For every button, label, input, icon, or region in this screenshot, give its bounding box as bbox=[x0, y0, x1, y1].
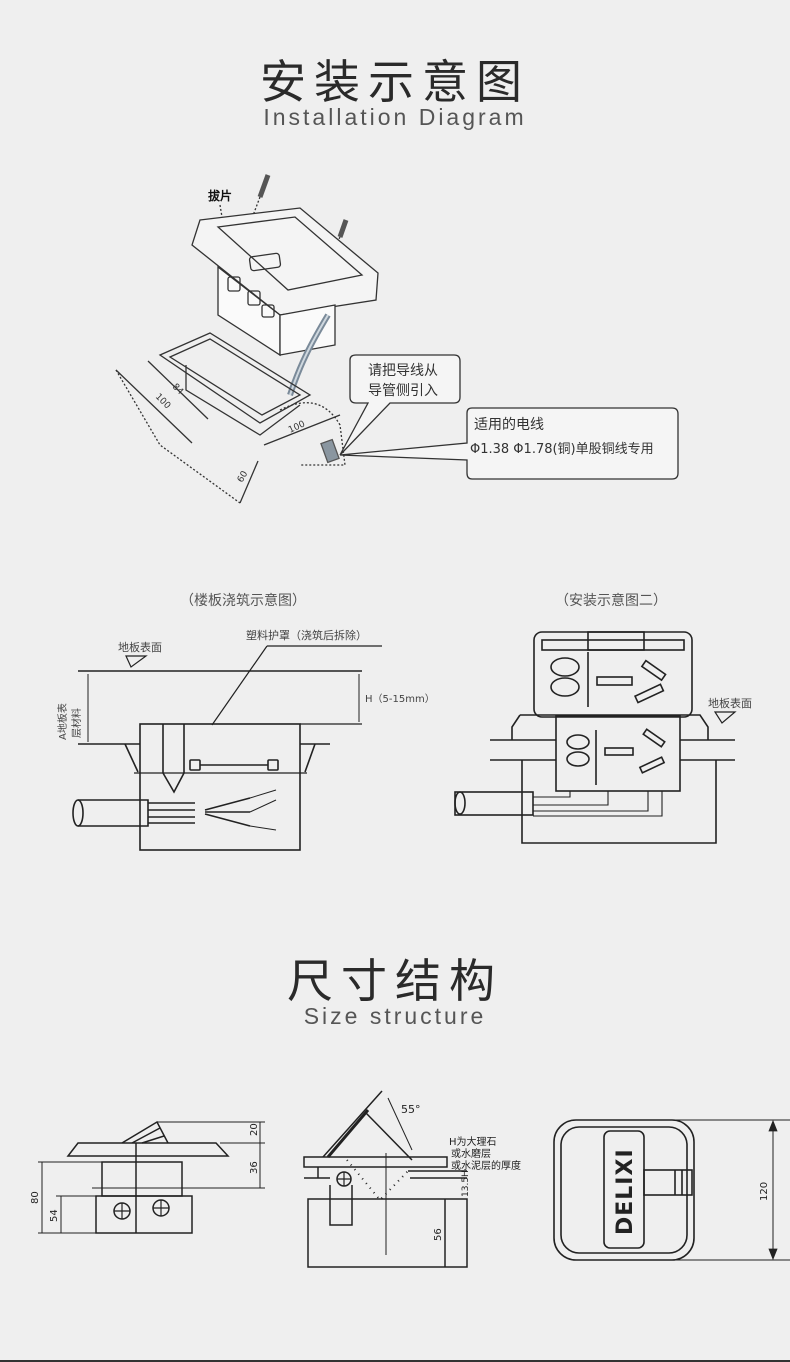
h-note-line1: H为大理石 bbox=[449, 1135, 497, 1148]
slab-diagram-caption: （楼板浇筑示意图） bbox=[180, 593, 306, 609]
section-subtitle-size: Size structure bbox=[303, 1003, 487, 1029]
dim-13-5h: 13.5H bbox=[461, 1170, 471, 1197]
bottom-divider bbox=[0, 1360, 790, 1362]
dim-120: 120 bbox=[759, 1182, 770, 1201]
a-label-2: 层材料 bbox=[70, 708, 83, 738]
brand-label: DELIXI bbox=[613, 1148, 638, 1235]
angle-label: 55° bbox=[401, 1103, 421, 1116]
dim-20: 20 bbox=[249, 1123, 260, 1136]
floor-level-icon bbox=[713, 711, 737, 724]
screw-icon bbox=[237, 174, 271, 256]
plastic-cover-label: 塑料护罩（浇筑后拆除） bbox=[246, 628, 367, 642]
dim-36: 36 bbox=[249, 1161, 260, 1174]
callout-wire-title: 适用的电线 bbox=[474, 417, 544, 433]
section-subtitle-installation: Installation Diagram bbox=[263, 104, 527, 130]
floor-level-icon bbox=[125, 655, 148, 668]
floor-surface-label: 地板表面 bbox=[708, 696, 752, 710]
floor-surface-label: 地板表面 bbox=[118, 640, 162, 654]
outlet-icon bbox=[566, 751, 590, 767]
dim-56: 56 bbox=[433, 1228, 444, 1241]
dim-80: 80 bbox=[30, 1191, 41, 1204]
conduit-icon bbox=[320, 438, 340, 464]
h-note-line3: 或水泥层的厚度 bbox=[451, 1159, 521, 1172]
callout-conduit-line1: 请把导线从 bbox=[368, 363, 438, 379]
section-title-installation: 安装示意图 bbox=[260, 55, 530, 109]
angle-view-drawing: 55° H为大理石 或水磨层 或水泥层的厚度 13.5H 56 bbox=[303, 1090, 521, 1268]
top-view-drawing: DELIXI 120 bbox=[553, 1119, 790, 1261]
h-label: H（5-15mm） bbox=[365, 693, 435, 705]
side-view-dimension-drawing: 20 36 80 54 bbox=[30, 1120, 265, 1234]
outlet-icon bbox=[550, 657, 580, 677]
slab-pour-diagram: 地板表面 塑料护罩（浇筑后拆除） A地板表 层材料 H（5-15mm） bbox=[56, 628, 435, 851]
outlet-icon bbox=[566, 734, 590, 750]
callout-conduit-line2: 导管侧引入 bbox=[368, 383, 438, 399]
tab-label: 拔片 bbox=[208, 188, 232, 203]
isometric-install-diagram: 拔片 84 100 100 60 请把导线从 导管侧引入 适用的电线 Φ1.38… bbox=[115, 174, 679, 504]
dim-100-b: 100 bbox=[287, 419, 307, 435]
install2-diagram: 地板表面 bbox=[454, 631, 752, 844]
outlet-icon bbox=[550, 677, 580, 697]
h-note-line2: 或水磨层 bbox=[451, 1148, 491, 1160]
install2-diagram-caption: （安装示意图二） bbox=[555, 593, 667, 609]
callout-wire-spec: Φ1.38 Φ1.78(铜)单股铜线专用 bbox=[470, 442, 654, 457]
dim-54: 54 bbox=[49, 1209, 60, 1222]
section-title-size: 尺寸结构 bbox=[287, 954, 503, 1008]
a-label-1: A地板表 bbox=[56, 703, 69, 740]
cable-icon bbox=[78, 799, 149, 827]
